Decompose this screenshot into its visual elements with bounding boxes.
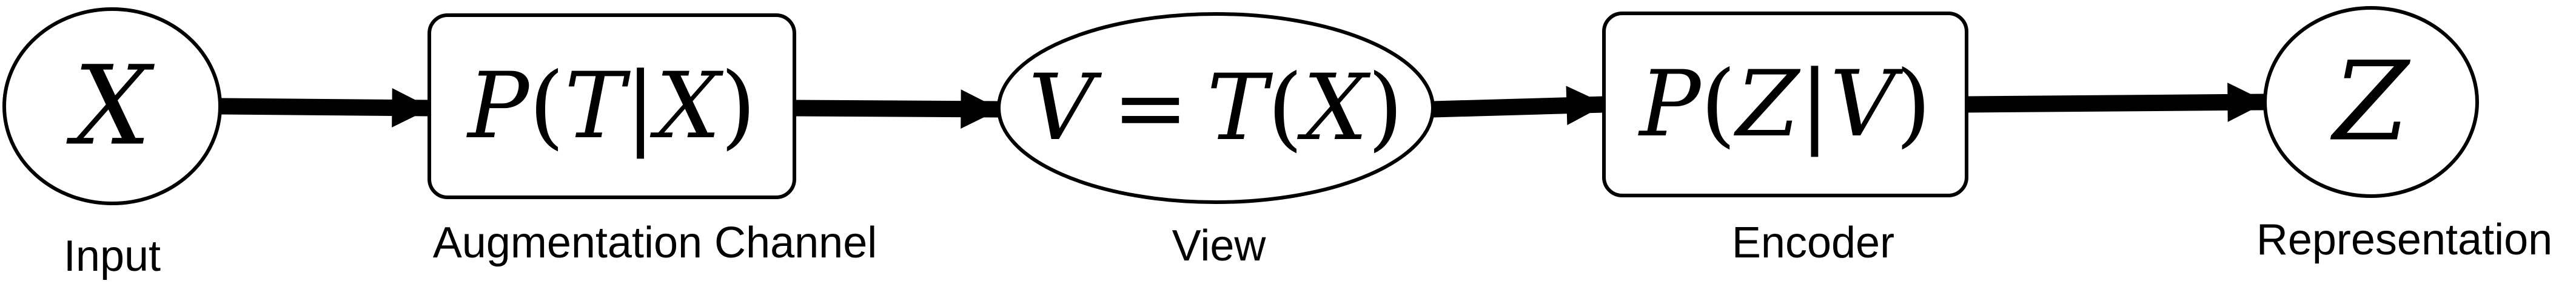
view-node: V=T(X) (997, 12, 1435, 204)
augmentation-channel-caption: Augmentation Channel (433, 219, 877, 267)
representation-node-shape (2263, 6, 2479, 198)
augmentation-channel-formula: P(T|X) (466, 53, 756, 159)
arrow-view-to-encoder (1432, 86, 1606, 126)
input-node-shape (2, 7, 222, 205)
augmentation-channel-box (428, 13, 796, 199)
augmentation-channel-node: P(T|X) (428, 13, 796, 199)
representation-symbol: Z (2330, 39, 2410, 166)
arrow-augmentation-to-view (794, 89, 1001, 129)
encoder-formula: P(Z|V) (1637, 52, 1931, 157)
input-node: X (2, 7, 222, 205)
input-caption: Input (64, 232, 161, 280)
representation-node: Z (2263, 6, 2479, 198)
arrow-encoder-to-representation (1966, 83, 2267, 122)
encoder-node: P(Z|V) (1602, 12, 1968, 197)
encoder-caption: Encoder (1732, 219, 1894, 267)
input-symbol: X (66, 43, 155, 170)
view-formula: V=T(X) (1028, 55, 1403, 161)
view-caption: View (1172, 222, 1267, 270)
representation-caption: Representation (2256, 216, 2552, 264)
arrow-input-to-augmentation (220, 88, 432, 127)
